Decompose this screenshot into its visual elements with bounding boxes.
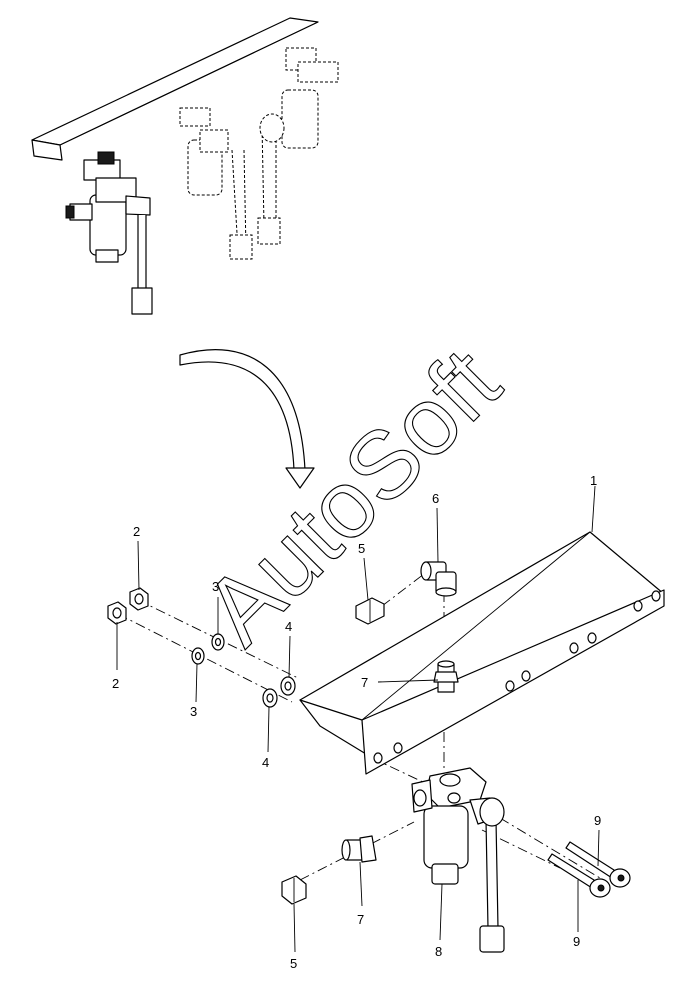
overview-assembly (31, 17, 339, 315)
ghost-valve-middle (179, 107, 253, 260)
callout-1: 1 (590, 473, 597, 488)
part-elbow-fitting (420, 561, 457, 597)
part-bracket (299, 531, 665, 775)
callout-4-upper: 4 (285, 619, 292, 634)
part-nut-lower (107, 601, 127, 625)
ghost-valve-right (257, 47, 339, 245)
part-capscrew-lower (547, 853, 611, 898)
part-washer-lower (262, 688, 278, 708)
part-union-upper (433, 660, 459, 693)
callout-5-lower: 5 (290, 956, 297, 971)
part-tube-nut-upper (355, 597, 385, 625)
callout-5-upper: 5 (358, 541, 365, 556)
callout-9-upper: 9 (594, 813, 601, 828)
alignment-line-bolts (499, 817, 601, 879)
callout-leaders (116, 485, 600, 953)
part-tube-nut-lower (281, 875, 307, 905)
callout-9-lower: 9 (573, 934, 580, 949)
callout-7-lower: 7 (357, 912, 364, 927)
callout-4-lower: 4 (262, 755, 269, 770)
callout-labels: 1 2 2 3 3 4 4 5 5 6 7 7 8 9 9 (112, 473, 601, 971)
part-union-lower (341, 835, 377, 863)
callout-7-upper: 7 (361, 675, 368, 690)
curved-direction-arrow (179, 349, 315, 489)
callout-2-lower: 2 (112, 676, 119, 691)
alignment-line-fitting (381, 573, 425, 607)
callout-2-upper: 2 (133, 524, 140, 539)
callout-8: 8 (435, 944, 442, 959)
alignment-line-lower (117, 613, 293, 703)
part-valve (411, 767, 505, 953)
callout-3-upper: 3 (212, 579, 219, 594)
callout-3-lower: 3 (190, 704, 197, 719)
part-washer-upper (280, 676, 296, 696)
callout-6: 6 (432, 491, 439, 506)
overview-valve-installed (65, 151, 153, 315)
part-capscrew-upper (565, 841, 631, 888)
part-lockwasher-upper (211, 633, 225, 651)
part-lockwasher-lower (191, 647, 205, 665)
part-nut-upper (129, 587, 149, 611)
bracket-holes (373, 590, 661, 764)
